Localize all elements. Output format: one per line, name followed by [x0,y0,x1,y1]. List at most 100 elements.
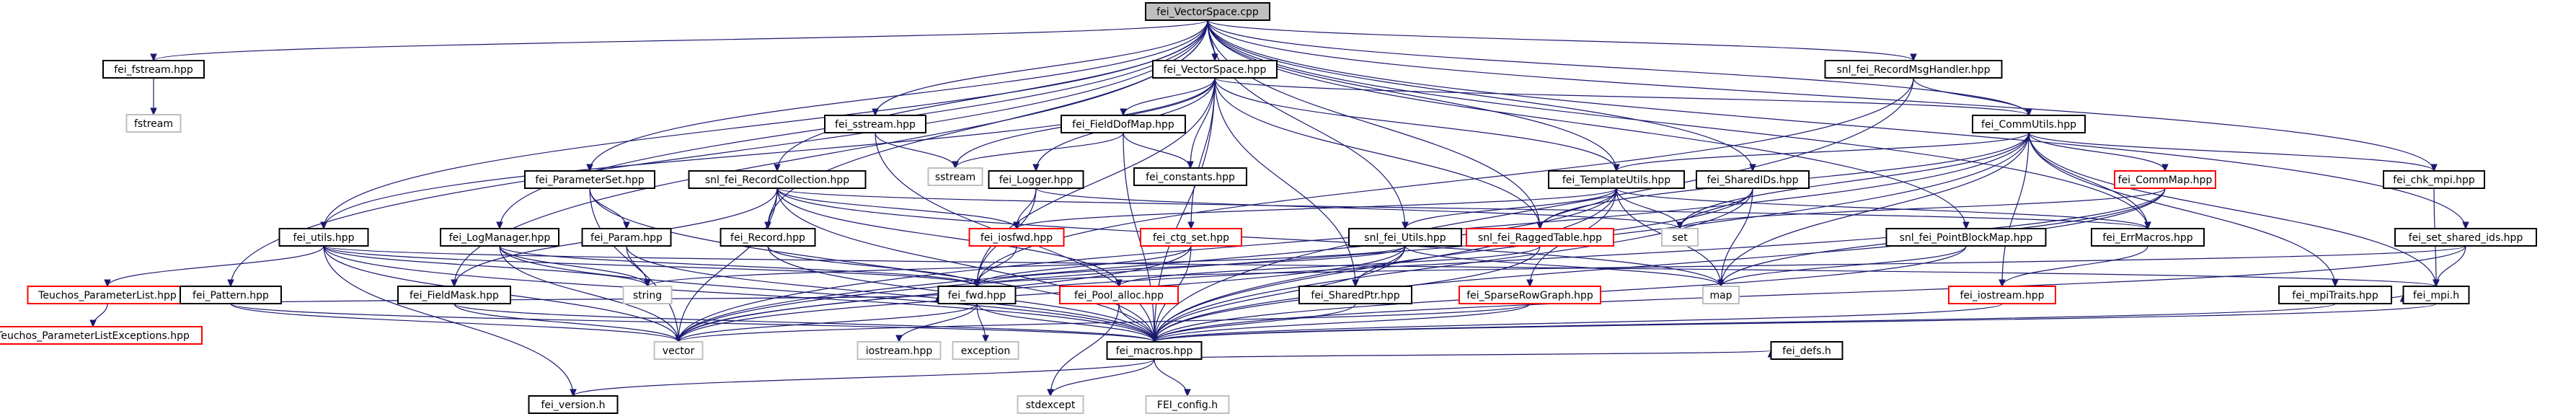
node-snl-fei-recordcollection-hpp[interactable]: snl_fei_RecordCollection.hpp [688,170,867,189]
node-box [653,341,704,360]
edge-errmacros-to-iostream [1999,245,2148,288]
node-fei-pattern-hpp[interactable]: fei_Pattern.hpp [180,286,282,304]
node-fei-logmanager-hpp[interactable]: fei_LogManager.hpp [440,228,559,247]
node-fei-sharedptr-hpp[interactable]: fei_SharedPtr.hpp [1298,286,1412,304]
node-box [1140,228,1242,247]
node-fei-constants-hpp[interactable]: fei_constants.hpp [1133,167,1247,186]
node-fei-version-h[interactable]: fei_version.h [528,395,619,414]
edge-macros-to-version [570,358,1155,397]
node-snl-fei-utils-hpp[interactable]: snl_fei_Utils.hpp [1348,228,1462,247]
node-label: fei_fwd.hpp [948,290,1006,301]
edge-commmap-to-set [1676,188,2166,230]
node-fei-param-hpp[interactable]: fei_Param.hpp [581,228,672,247]
node-box [2383,170,2485,189]
node-fei-chk-mpi-hpp[interactable]: fei_chk_mpi.hpp [2383,170,2485,189]
node-box [952,341,1019,360]
node-teuchos-parameterlistexceptions-hpp[interactable]: Teuchos_ParameterListExceptions.hpp [0,326,203,345]
node-box [1548,170,1685,189]
node-box [927,167,983,186]
edge-fdm-to-consts [1123,132,1194,169]
node-fei-logger-hpp[interactable]: fei_Logger.hpp [988,170,1084,189]
node-fei-set-shared-ids-hpp[interactable]: fei_set_shared_ids.hpp [2394,228,2537,247]
edge-rc-to-macros [776,188,1158,343]
node-fei-vectorspace-hpp[interactable]: fei_VectorSpace.hpp [1152,60,1278,79]
edge-iostream-to-macros [1151,303,2003,343]
node-fei-fstream-hpp[interactable]: fei_fstream.hpp [102,60,205,79]
node-box [2091,228,2205,247]
edge-vs_hpp-to-commutils [1214,77,2032,117]
node-fei-iostream-hpp[interactable]: fei_iostream.hpp [1948,286,2056,304]
node-fei-record-hpp[interactable]: fei_Record.hpp [720,228,816,247]
node-box [1145,395,1230,414]
node-label: fei_SparseRowGraph.hpp [1466,290,1593,301]
node-fei-templateutils-hpp[interactable]: fei_TemplateUtils.hpp [1548,170,1685,189]
node-exception: exception [952,341,1019,360]
node-label: map [1709,290,1732,301]
node-fei-vectorspace-cpp[interactable]: fei_VectorSpace.cpp [1145,2,1270,21]
node-fei-sstream-hpp[interactable]: fei_sstream.hpp [824,115,926,133]
node-box [2394,228,2537,247]
edge-rc-to-iosfwd [776,188,1020,230]
node-snl-fei-raggedtable-hpp[interactable]: snl_fei_RaggedTable.hpp [1466,228,1614,247]
edge-rmh-to-commutils [1913,77,2032,117]
node-fei-errmacros-hpp[interactable]: fei_ErrMacros.hpp [2091,228,2205,247]
node-fei-fieldmask-hpp[interactable]: fei_FieldMask.hpp [397,286,511,304]
node-fei-fielddofmap-hpp[interactable]: fei_FieldDofMap.hpp [1061,115,1186,133]
node-fei-utils-hpp[interactable]: fei_utils.hpp [278,228,369,247]
node-fei-commutils-hpp[interactable]: fei_CommUtils.hpp [1972,115,2086,133]
node-fei-macros-hpp[interactable]: fei_macros.hpp [1106,341,1203,360]
edge-commutils-to-chkmpi [2028,132,2438,172]
node-box [1348,228,1462,247]
node-box [688,170,867,189]
edge-tu-to-set [1616,188,1683,230]
node-label: stdexcept [1026,400,1076,411]
edge-srg-to-vector [675,303,1531,343]
node-label: fei_VectorSpace.cpp [1156,6,1259,18]
node-vector: vector [653,341,704,360]
node-box [1770,341,1844,360]
node-fei-ctg-set-hpp[interactable]: fei_ctg_set.hpp [1140,228,1242,247]
node-label: string [633,290,662,301]
node-fei-iosfwd-hpp[interactable]: fei_iosfwd.hpp [968,228,1065,247]
node-stdexcept: stdexcept [1017,395,1084,414]
node-label: fei_sstream.hpp [835,119,916,131]
node-label: snl_fei_Utils.hpp [1364,232,1446,244]
node-sstream: sstream [927,167,983,186]
node-fei-mpitraits-hpp[interactable]: fei_mpiTraits.hpp [2278,286,2392,304]
node-layer: fei_VectorSpace.cpp fei_fstream.hppfstrea… [0,2,2537,414]
node-fei-fwd-hpp[interactable]: fei_fwd.hpp [937,286,1017,304]
node-box [622,286,673,304]
node-box [125,114,182,133]
node-label: fei_iosfwd.hpp [981,232,1053,244]
edge-macros-to-stdexcept [1047,358,1155,397]
edge-sharedids-to-mpih [2433,245,2466,288]
node-box [1661,228,1699,247]
node-fei-pool-alloc-hpp[interactable]: fei_Pool_alloc.hpp [1059,286,1179,304]
node-label: fstream [134,118,173,130]
node-snl-fei-recordmsghandler-hpp[interactable]: snl_fei_RecordMsgHandler.hpp [1824,60,2003,79]
node-box [581,228,672,247]
node-fei-commmap-hpp[interactable]: fei_CommMap.hpp [2114,170,2216,189]
node-fei-config-h: FEI_config.h [1145,395,1230,414]
edge-fstream_hpp-to-fstream [150,78,157,116]
node-label: fei_chk_mpi.hpp [2393,175,2475,186]
node-box [1133,167,1247,186]
node-box [440,228,559,247]
node-fei-mpi-h[interactable]: fei_mpi.h [2402,286,2470,304]
node-box [1885,228,2047,247]
edge-ragged-to-pool [1115,245,1541,288]
node-fei-defs-h[interactable]: fei_defs.h [1770,341,1844,360]
node-label: fei_mpi.h [2413,290,2459,301]
node-box [1459,286,1601,304]
edge-root-to-snlutils [1207,19,1409,230]
node-fstream: fstream [125,114,182,133]
node-fei-sparserowgraph-hpp[interactable]: fei_SparseRowGraph.hpp [1459,286,1601,304]
node-label: fei_Param.hpp [590,232,663,244]
node-snl-fei-pointblockmap-hpp[interactable]: snl_fei_PointBlockMap.hpp [1885,228,2047,247]
edge-tu-to-vector [675,188,1617,343]
node-fei-parameterset-hpp[interactable]: fei_ParameterSet.hpp [524,170,655,189]
node-teuchos-parameterlist-hpp[interactable]: Teuchos_ParameterList.hpp [27,286,188,304]
node-box [1106,341,1203,360]
node-fei-sharedids-hpp[interactable]: fei_SharedIDs.hpp [1696,170,1810,189]
edge-root-to-rmh [1207,19,1917,62]
